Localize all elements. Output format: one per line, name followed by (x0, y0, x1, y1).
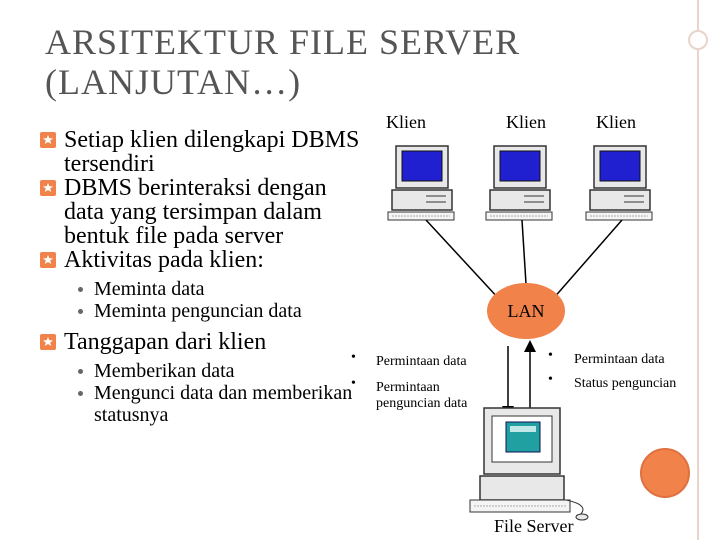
client-label-2: Klien (506, 112, 546, 132)
sub-bullet-dot (78, 369, 83, 374)
file-server-label: File Server (494, 516, 574, 536)
lan-label: LAN (507, 300, 545, 321)
sub-bullet-item: Meminta penguncian data (40, 300, 370, 322)
bullet-text: DBMS berinteraksi dengan data yang tersi… (64, 175, 327, 249)
bullet-list: Setiap klien dilengkapi DBMS tersendiri … (40, 128, 370, 426)
flower-bullet-icon (40, 252, 56, 268)
bullet-text: Tanggapan dari klien (64, 329, 267, 355)
sub-bullet-dot (78, 287, 83, 292)
title-line-2: (LANJUTAN…) (45, 62, 302, 102)
flower-bullet-icon (40, 180, 56, 196)
sub-bullet-dot (78, 391, 83, 396)
right-note-1: Permintaan data (574, 352, 665, 367)
decor-vertical-line (697, 0, 699, 540)
sub-bullet-item: Meminta data (40, 278, 370, 300)
lan-node: LAN (487, 283, 565, 339)
bullet-text: Aktivitas pada klien: (64, 247, 264, 273)
right-note-2: Status penguncian (574, 376, 677, 391)
flower-bullet-icon (40, 334, 56, 350)
sub-bullet-text: Meminta data (94, 278, 205, 300)
note-bullet: • (351, 350, 356, 365)
bullet-item: Tanggapan dari klien (40, 330, 370, 354)
sub-bullet-text: Meminta penguncian data (94, 300, 302, 322)
sub-bullet-item: Mengunci data dan memberikan statusnya (40, 382, 370, 426)
client-computer-2-icon (485, 145, 553, 221)
left-note-2: Permintaan penguncian data (376, 380, 468, 411)
client-label-3: Klien (596, 112, 636, 132)
file-server-icon (469, 407, 589, 521)
sub-bullet-text: Memberikan data (94, 360, 235, 382)
slide-title: ARSITEKTUR FILE SERVER (LANJUTAN…) (45, 22, 605, 102)
title-line-1: ARSITEKTUR FILE SERVER (45, 22, 521, 62)
network-line (551, 219, 623, 301)
decor-small-circle (688, 30, 708, 50)
bullet-text: Setiap klien dilengkapi DBMS tersendiri (64, 127, 360, 177)
network-line (521, 219, 527, 285)
decor-orange-circle (640, 448, 690, 498)
client-computer-3-icon (585, 145, 653, 221)
note-bullet: • (548, 348, 553, 363)
network-line (425, 219, 501, 301)
client-computer-1-icon (387, 145, 455, 221)
note-bullet: • (351, 376, 356, 391)
sub-bullet-text: Mengunci data dan memberikan statusnya (94, 382, 353, 426)
sub-bullet-dot (78, 309, 83, 314)
bullet-item: DBMS berinteraksi dengan data yang tersi… (40, 176, 370, 248)
left-note-1: Permintaan data (376, 354, 467, 369)
bullet-item: Setiap klien dilengkapi DBMS tersendiri (40, 128, 370, 176)
sub-bullet-item: Memberikan data (40, 360, 370, 382)
note-bullet: • (548, 372, 553, 387)
client-label-1: Klien (386, 112, 426, 132)
bullet-item: Aktivitas pada klien: (40, 248, 370, 272)
flower-bullet-icon (40, 132, 56, 148)
